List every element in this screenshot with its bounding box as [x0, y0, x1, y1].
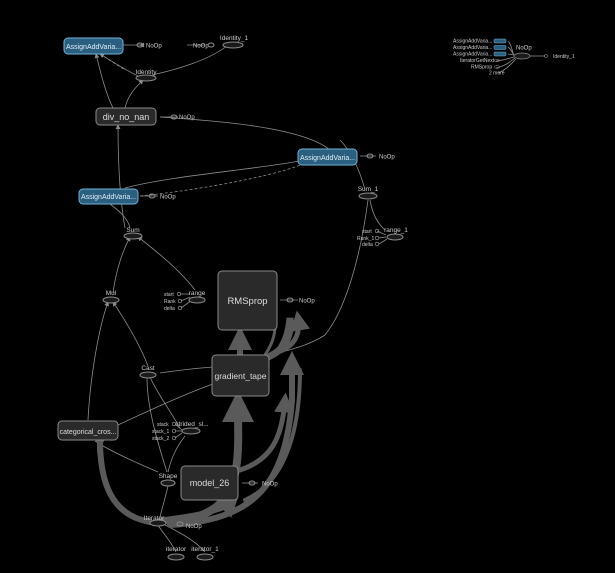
- range-1-input-start: start: [362, 229, 372, 235]
- node-noop-4-label: NoOp: [379, 155, 395, 161]
- node-identity-1[interactable]: Identity_1: [220, 35, 249, 49]
- node-range-1[interactable]: range_1 start Rank_1 delta: [357, 227, 408, 248]
- node-model-26[interactable]: model_26: [180, 465, 239, 501]
- node-cast-label: Cast: [141, 365, 155, 372]
- aux-noop-label: NoOp: [516, 46, 532, 52]
- aux-item-assign-3: AssignAddVaria...: [453, 52, 492, 58]
- node-iterator-get-next[interactable]: Iterator: [144, 515, 167, 527]
- range-input-start: start: [164, 292, 174, 298]
- node-noop-8[interactable]: NoOp: [176, 521, 202, 530]
- node-noop-5[interactable]: NoOp: [148, 193, 176, 201]
- aux-item-assign-2: AssignAddVaria...: [453, 45, 492, 51]
- node-noop-6[interactable]: NoOp: [286, 297, 315, 305]
- node-assign-add-top-label: AssignAddVaria...: [66, 44, 121, 51]
- node-shape[interactable]: Shape: [159, 473, 178, 487]
- node-sum-1-label: Sum_1: [358, 186, 379, 193]
- node-noop-1-label: NoOp: [146, 44, 162, 50]
- node-cast[interactable]: Cast: [139, 365, 157, 379]
- node-strided-slice-label: strided_sl...: [175, 421, 208, 428]
- node-noop-6-label: NoOp: [299, 299, 315, 305]
- node-div-no-nan-label: div_no_nan: [103, 112, 150, 122]
- node-range-label: range: [189, 290, 206, 297]
- node-iterator-1[interactable]: iterator_1: [191, 546, 219, 561]
- node-categorical-label: categorical_cros...: [60, 429, 117, 436]
- node-sum-1[interactable]: Sum_1: [358, 186, 379, 200]
- node-noop-2[interactable]: NoOp: [193, 42, 215, 50]
- strided-input-stack-2: stack_2: [152, 436, 169, 442]
- node-range[interactable]: range start Rank delta: [164, 290, 206, 312]
- aux-identity-1-label: Identity_1: [553, 54, 575, 60]
- range-input-delta: delta: [164, 306, 175, 312]
- node-sum-label: Sum: [126, 227, 139, 234]
- node-div-no-nan[interactable]: div_no_nan: [95, 107, 157, 126]
- node-noop-3[interactable]: NoOp: [170, 114, 195, 121]
- node-noop-7[interactable]: NoOp: [248, 480, 278, 488]
- node-gradient-tape[interactable]: gradient_tape: [211, 354, 270, 397]
- node-iterator-1-label: iterator_1: [191, 546, 219, 553]
- node-assign-add-top[interactable]: AssignAddVaria...: [63, 37, 124, 55]
- node-range-1-label: range_1: [384, 227, 408, 234]
- node-mul[interactable]: Mul: [102, 290, 120, 304]
- node-iterator-input-label: iterator: [166, 546, 187, 553]
- strided-input-stack: stack: [157, 422, 169, 428]
- node-assign-add-mid-left[interactable]: AssignAddVaria...: [78, 188, 139, 205]
- node-noop-2-label: NoOp: [193, 44, 209, 50]
- aux-item-iterator-get-next: IteratorGetNext: [460, 58, 495, 64]
- node-noop-4[interactable]: NoOp: [366, 153, 395, 161]
- strided-input-stack-1: stack_1: [152, 429, 169, 435]
- thick-edges: [88, 310, 310, 528]
- node-rmsprop[interactable]: RMSprop: [217, 270, 278, 331]
- aux-item-assign-1: AssignAddVaria...: [453, 39, 492, 45]
- node-assign-add-mid-left-label: AssignAddVaria...: [81, 194, 136, 201]
- range-input-rank: Rank: [164, 299, 176, 305]
- range-1-input-rank: Rank_1: [357, 236, 374, 242]
- node-identity[interactable]: Identity: [135, 69, 158, 82]
- node-model-26-label: model_26: [190, 478, 230, 488]
- range-1-input-delta: delta: [362, 242, 373, 248]
- node-iterator-label: Iterator: [144, 515, 165, 522]
- node-iterator[interactable]: iterator: [166, 546, 187, 561]
- node-strided-slice[interactable]: strided_sl... stack stack_1 stack_2: [152, 421, 209, 442]
- node-sum[interactable]: Sum: [123, 227, 143, 240]
- aux-item-rmsprop: RMSprop: [471, 65, 492, 71]
- node-assign-add-mid-right[interactable]: AssignAddVaria...: [297, 148, 358, 166]
- node-identity-label: Identity: [136, 69, 158, 76]
- node-noop-7-label: NoOp: [262, 482, 278, 488]
- aux-item-more: 2 more: [489, 71, 505, 77]
- node-mul-label: Mul: [106, 290, 117, 297]
- node-noop-8-label: NoOp: [186, 524, 202, 530]
- node-identity-1-label: Identity_1: [220, 35, 249, 42]
- node-shape-label: Shape: [159, 473, 178, 480]
- node-categorical-crossentropy[interactable]: categorical_cros...: [57, 420, 119, 441]
- auxiliary-nodes-panel: AssignAddVaria... AssignAddVaria... Assi…: [453, 39, 575, 77]
- edges: [87, 40, 545, 553]
- node-rmsprop-label: RMSprop: [227, 296, 267, 307]
- node-noop-5-label: NoOp: [160, 195, 176, 201]
- node-gradient-tape-label: gradient_tape: [215, 371, 267, 381]
- node-assign-add-mid-right-label: AssignAddVaria...: [300, 155, 355, 162]
- node-noop-3-label: NoOp: [179, 115, 195, 121]
- node-noop-1[interactable]: NoOp: [136, 42, 162, 50]
